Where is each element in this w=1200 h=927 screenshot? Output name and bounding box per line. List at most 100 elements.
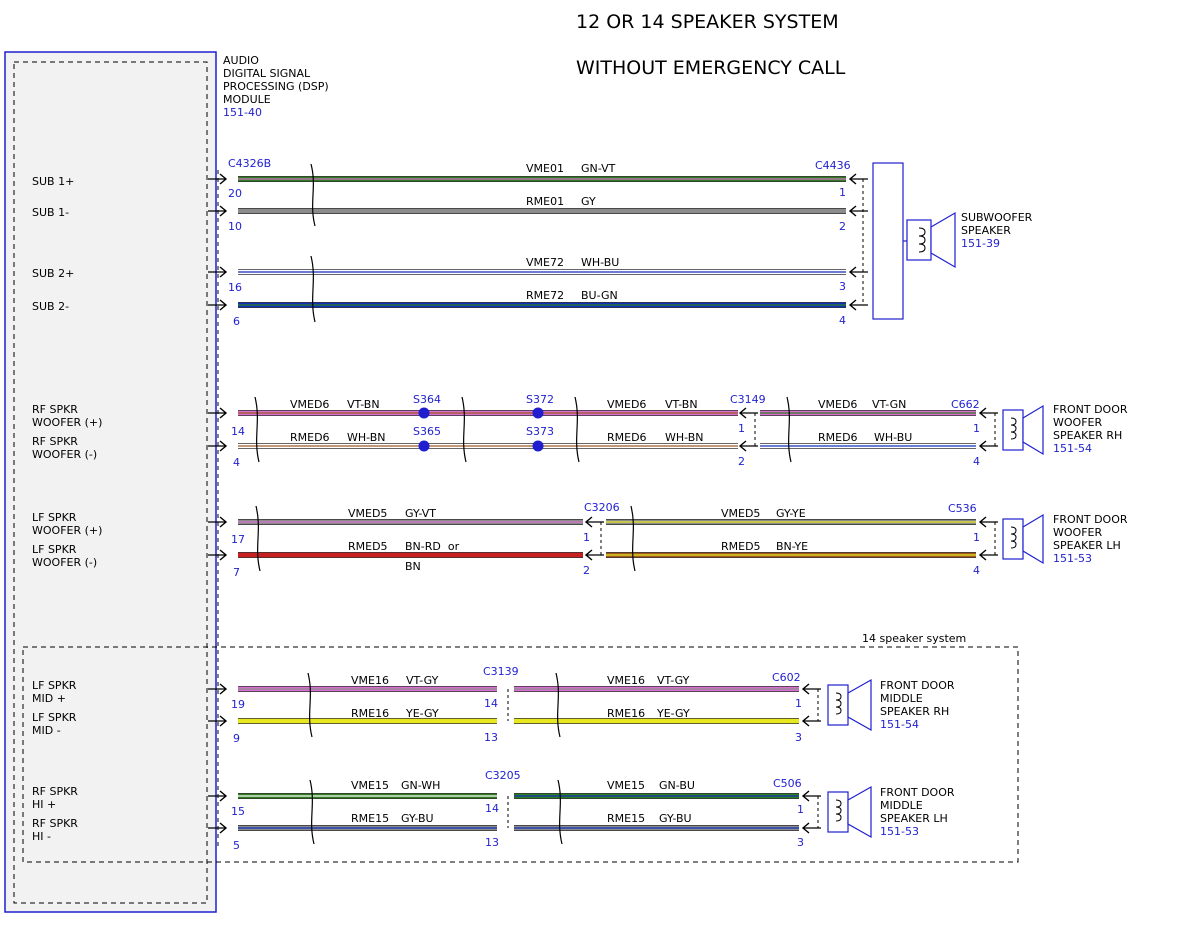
dsp-pin-6: 6 bbox=[233, 315, 240, 328]
dsp-pin-16: 16 bbox=[228, 281, 242, 294]
subwoofer-pin-1: 1 bbox=[839, 186, 846, 199]
lf-woofer-seg2-circuit-neg: RMED5 bbox=[721, 540, 761, 553]
pin-label-sub2-neg: SUB 2- bbox=[32, 300, 69, 313]
dsp-module-name-line3: PROCESSING (DSP) bbox=[223, 80, 329, 93]
rf-hi-speaker-name-line3: SPEAKER LH bbox=[880, 812, 948, 825]
subwoofer-connector-body bbox=[872, 162, 904, 320]
rf-woofer-speaker-ref[interactable]: 151-54 bbox=[1053, 442, 1092, 455]
c536-pin-1: 1 bbox=[973, 531, 980, 544]
c3139-connector-label[interactable]: C3139 bbox=[483, 665, 519, 678]
lf-woofer-seg1-color-pos: GY-VT bbox=[405, 507, 436, 520]
lf-mid-speaker-icon bbox=[827, 678, 872, 732]
lf-mid-seg1-color-pos: VT-GY bbox=[406, 674, 439, 687]
lf-mid-seg2-color-neg: YE-GY bbox=[656, 707, 690, 720]
dsp-module-inner-dashed bbox=[13, 61, 208, 904]
lf-woofer-seg2-color-pos: GY-YE bbox=[776, 507, 806, 520]
wire-layer bbox=[208, 163, 998, 845]
rf-woofer-seg1-color-pos: VT-BN bbox=[347, 398, 380, 411]
rf-hi-seg2-circuit-pos: VME15 bbox=[607, 779, 645, 792]
c3205-pin-13: 13 bbox=[485, 836, 499, 849]
dsp-module-outline bbox=[4, 51, 217, 913]
pin-label-lf-mid-neg-2: MID - bbox=[32, 724, 61, 737]
pin-label-rf-hi-neg-2: HI - bbox=[32, 830, 51, 843]
subwoofer-connector-label[interactable]: C4436 bbox=[815, 159, 851, 172]
dsp-pin-9: 9 bbox=[233, 732, 240, 745]
c536-pin-4: 4 bbox=[973, 564, 980, 577]
dsp-connector-label[interactable]: C4326B bbox=[228, 157, 271, 170]
subwoofer-name-line1: SUBWOOFER bbox=[961, 211, 1033, 224]
rf-woofer-seg2-color-pos: VT-BN bbox=[665, 398, 698, 411]
c602-pin-1: 1 bbox=[795, 697, 802, 710]
subwoofer-name-line2: SPEAKER bbox=[961, 224, 1011, 237]
splice-s372-label[interactable]: S372 bbox=[526, 393, 554, 406]
subwoofer-pin-2: 2 bbox=[839, 220, 846, 233]
subwoofer-ref[interactable]: 151-39 bbox=[961, 237, 1000, 250]
rf-woofer-speaker-name-line2: WOOFER bbox=[1053, 416, 1102, 429]
c3206-pin-1: 1 bbox=[583, 531, 590, 544]
dsp-module-name-line1: AUDIO bbox=[223, 54, 259, 67]
c602-connector-label[interactable]: C602 bbox=[772, 671, 801, 684]
rf-hi-seg1-color-neg: GY-BU bbox=[401, 812, 434, 825]
dsp-pin-5: 5 bbox=[233, 839, 240, 852]
wire-circuit-rme72: RME72 bbox=[526, 289, 564, 302]
pin-label-lf-mid-neg-1: LF SPKR bbox=[32, 711, 77, 724]
splice-s373 bbox=[532, 440, 544, 452]
c3205-connector-label[interactable]: C3205 bbox=[485, 769, 521, 782]
c662-connector-label[interactable]: C662 bbox=[951, 398, 980, 411]
rf-hi-speaker-ref[interactable]: 151-53 bbox=[880, 825, 919, 838]
subwoofer-pin-4: 4 bbox=[839, 314, 846, 327]
c3149-connector-label[interactable]: C3149 bbox=[730, 393, 766, 406]
dsp-pin-7: 7 bbox=[233, 566, 240, 579]
splice-s364-label[interactable]: S364 bbox=[413, 393, 441, 406]
dsp-pin-19: 19 bbox=[231, 698, 245, 711]
lf-mid-seg2-color-pos: VT-GY bbox=[657, 674, 690, 687]
subwoofer-speaker-icon bbox=[903, 211, 956, 269]
fourteen-speaker-option-label: 14 speaker system bbox=[862, 632, 966, 645]
c3206-connector-label[interactable]: C3206 bbox=[584, 501, 620, 514]
c536-connector-label[interactable]: C536 bbox=[948, 502, 977, 515]
rf-hi-seg1-circuit-neg: RME15 bbox=[351, 812, 389, 825]
splice-s365 bbox=[418, 440, 430, 452]
pin-label-rf-hi-pos-1: RF SPKR bbox=[32, 785, 78, 798]
rf-woofer-seg3-circuit-neg: RMED6 bbox=[818, 431, 858, 444]
pin-label-rf-woofer-neg-1: RF SPKR bbox=[32, 435, 78, 448]
lf-woofer-seg1-circuit-neg: RMED5 bbox=[348, 540, 388, 553]
twist-mark-rf-woofer-3 bbox=[574, 396, 580, 463]
fourteen-speaker-option-box bbox=[22, 646, 1019, 863]
c506-connector-label[interactable]: C506 bbox=[773, 777, 802, 790]
lf-woofer-speaker-ref[interactable]: 151-53 bbox=[1053, 552, 1092, 565]
c602-pin-3: 3 bbox=[795, 731, 802, 744]
splice-s365-label[interactable]: S365 bbox=[413, 425, 441, 438]
splice-s364 bbox=[418, 407, 430, 419]
pin-label-rf-hi-neg-1: RF SPKR bbox=[32, 817, 78, 830]
c506-pin-1: 1 bbox=[797, 803, 804, 816]
lf-woofer-speaker-name-line3: SPEAKER LH bbox=[1053, 539, 1121, 552]
lf-mid-seg1-color-neg: YE-GY bbox=[405, 707, 439, 720]
wire-color-vme01: GN-VT bbox=[581, 162, 616, 175]
lf-mid-speaker-name-line1: FRONT DOOR bbox=[880, 679, 955, 692]
lf-woofer-seg1-color-neg-alt: BN bbox=[405, 560, 421, 573]
dsp-pin-10: 10 bbox=[228, 220, 242, 233]
c662-pin-1: 1 bbox=[973, 422, 980, 435]
lf-woofer-seg2-color-neg: BN-YE bbox=[776, 540, 808, 553]
lf-woofer-speaker-icon bbox=[1002, 513, 1044, 565]
pin-label-sub1-neg: SUB 1- bbox=[32, 206, 69, 219]
c3139-pin-13: 13 bbox=[484, 731, 498, 744]
rf-woofer-seg1-circuit-pos: VMED6 bbox=[290, 398, 329, 411]
lf-woofer-seg1-circuit-pos: VMED5 bbox=[348, 507, 387, 520]
lf-mid-speaker-ref[interactable]: 151-54 bbox=[880, 718, 919, 731]
rf-woofer-seg1-color-neg: WH-BN bbox=[347, 431, 386, 444]
rf-hi-seg2-color-neg: GY-BU bbox=[659, 812, 692, 825]
wire-color-rme01: GY bbox=[581, 195, 596, 208]
twist-mark-rf-woofer-4 bbox=[786, 396, 792, 463]
twist-mark-rf-woofer-2 bbox=[461, 396, 467, 463]
twist-mark-rf-woofer-1 bbox=[254, 396, 260, 463]
splice-s372 bbox=[532, 407, 544, 419]
pin-label-lf-woofer-pos-1: LF SPKR bbox=[32, 511, 77, 524]
twist-mark-lf-woofer-2 bbox=[630, 505, 636, 572]
dsp-pin-17: 17 bbox=[231, 533, 245, 546]
rf-woofer-speaker-name-line3: SPEAKER RH bbox=[1053, 429, 1122, 442]
dsp-module-ref[interactable]: 151-40 bbox=[223, 106, 262, 119]
splice-s373-label[interactable]: S373 bbox=[526, 425, 554, 438]
